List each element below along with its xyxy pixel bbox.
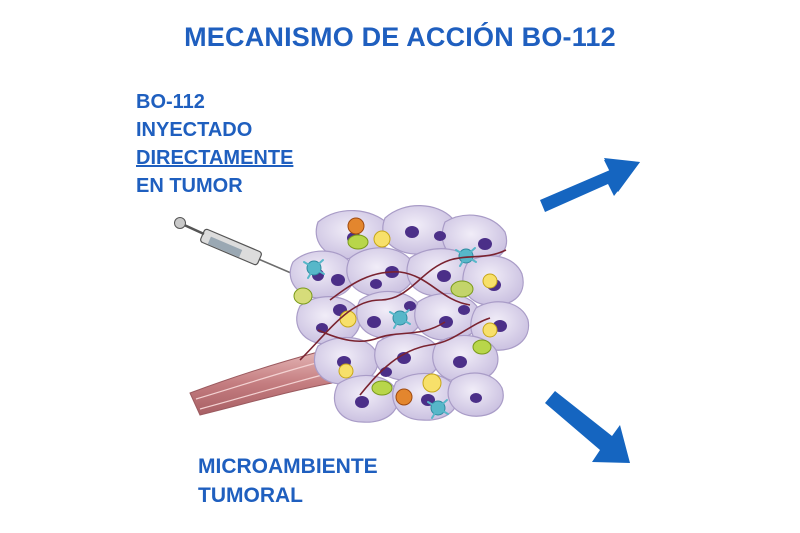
environment-label: MICROAMBIENTE TUMORAL xyxy=(198,452,378,510)
injection-label: BO-112 INYECTADO DIRECTAMENTE EN TUMOR xyxy=(136,88,293,200)
blood-vessel-icon xyxy=(189,351,333,416)
arrow-down-right-icon xyxy=(545,391,630,463)
environment-line-2: TUMORAL xyxy=(198,484,303,507)
environment-line-1: MICROAMBIENTE xyxy=(198,455,378,478)
injection-line-3: DIRECTAMENTE xyxy=(136,147,294,169)
injection-line-2: INYECTADO xyxy=(136,119,253,141)
page-title: MECANISMO DE ACCIÓN BO-112 xyxy=(184,22,616,52)
injection-line-4: EN TUMOR xyxy=(136,175,243,197)
injection-line-1: BO-112 xyxy=(136,91,205,113)
tumor-illustration xyxy=(289,205,530,423)
arrow-up-right-icon xyxy=(540,158,640,212)
syringe-icon xyxy=(174,217,299,277)
